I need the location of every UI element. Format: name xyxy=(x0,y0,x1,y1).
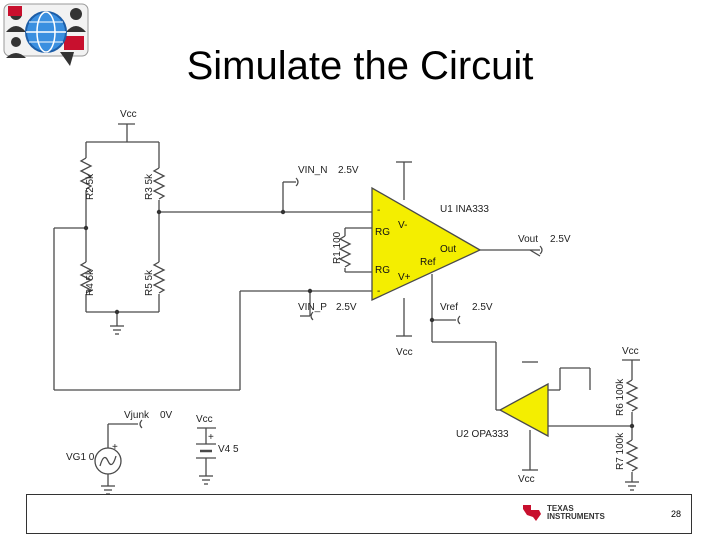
vjunk-name: Vjunk xyxy=(124,410,150,421)
pin-vplus-label: V+ xyxy=(398,272,411,283)
vin-n-value: 2.5V xyxy=(338,165,359,176)
vin-n-name: VIN_N xyxy=(298,165,327,176)
pin-ref-label: Ref xyxy=(420,257,436,268)
resistor-r5 xyxy=(152,261,166,294)
pin-rg2-label: RG xyxy=(375,265,390,276)
network-people-logo-icon xyxy=(3,3,89,66)
vref-value: 2.5V xyxy=(472,302,493,313)
vg1-label: VG1 0 xyxy=(66,452,95,463)
vout-value: 2.5V xyxy=(550,234,571,245)
r6-label: R6 100k xyxy=(615,378,626,416)
ti-name-line2: INSTRUMENTS xyxy=(547,512,605,521)
vcc-top-label: Vcc xyxy=(120,109,137,120)
ti-name-line1: TEXAS xyxy=(547,504,574,513)
page-number: 28 xyxy=(670,509,681,519)
resistor-r3 xyxy=(152,167,166,200)
plus-v4-label: + xyxy=(208,432,214,443)
pin-vminus-label: V- xyxy=(398,220,407,231)
vcc-v4-label: Vcc xyxy=(196,414,213,425)
vjunk-value: 0V xyxy=(160,410,173,421)
vref-name: Vref xyxy=(440,302,458,313)
vout-name: Vout xyxy=(518,234,538,245)
resistor-r1 xyxy=(338,235,352,268)
pin-plus-label: - xyxy=(377,286,380,297)
pin-out-label: Out xyxy=(440,244,456,255)
resistor-r6 xyxy=(625,379,639,412)
vcc-u2-label: Vcc xyxy=(518,474,535,485)
pin-minus-label: - xyxy=(377,205,380,216)
r2-label: R2 5k xyxy=(85,173,96,200)
u2-label: U2 OPA333 xyxy=(456,429,509,440)
r1-label: R1 100 xyxy=(332,231,343,264)
slide-title: Simulate the Circuit xyxy=(186,44,534,88)
u1-label: U1 INA333 xyxy=(440,204,489,215)
opa333-opamp xyxy=(498,382,549,438)
slide-footer: TEXAS INSTRUMENTS 28 xyxy=(26,494,692,534)
r4-label: R4 5k xyxy=(85,269,96,296)
resistor-r7 xyxy=(625,439,639,472)
r3-label: R3 5k xyxy=(144,173,155,200)
ti-logo: TEXAS INSTRUMENTS xyxy=(521,503,605,523)
pin-rg1-label: RG xyxy=(375,227,390,238)
vcc-u1-label: Vcc xyxy=(396,347,413,358)
v4-label: V4 5 xyxy=(218,444,239,455)
ina333-opamp xyxy=(371,186,482,302)
resistor-r2 xyxy=(79,157,93,190)
plus-vg1-label: + xyxy=(112,442,118,453)
vin-p-name: VIN_P xyxy=(298,302,327,313)
resistor-r4 xyxy=(79,261,93,294)
r7-label: R7 100k xyxy=(615,432,626,470)
vcc-r6-label: Vcc xyxy=(622,346,639,357)
vin-p-value: 2.5V xyxy=(336,302,357,313)
r5-label: R5 5k xyxy=(144,269,155,296)
texas-state-logo-icon xyxy=(523,505,541,521)
